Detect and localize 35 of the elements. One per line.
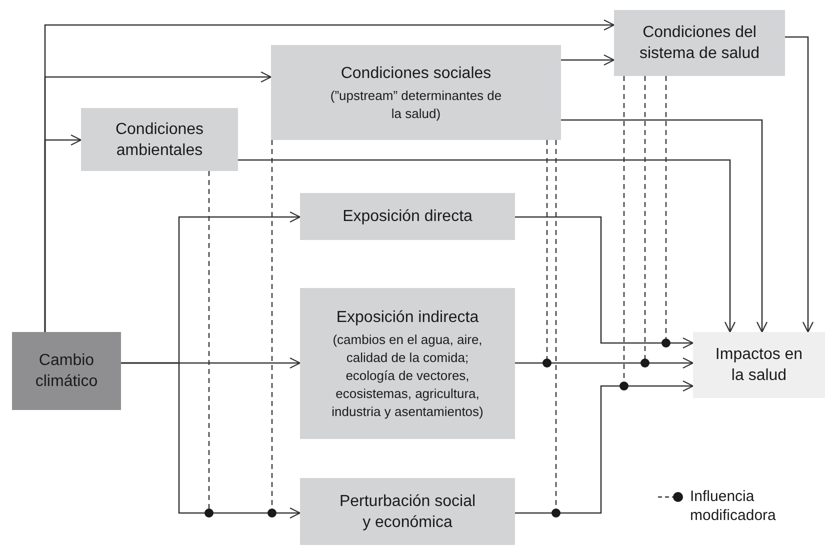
process-box bbox=[300, 288, 515, 439]
dashed-connector bbox=[268, 140, 276, 518]
arrow bbox=[515, 216, 694, 349]
box-title: Perturbación social y económica bbox=[338, 492, 477, 532]
box-title: Cambio climático bbox=[34, 351, 99, 392]
box-description: (cambios en el agua, aire, calidad de la comida; ecología de vectores, ecosistemas, agricultura, industria y asentamientos) bbox=[330, 330, 484, 420]
arrow bbox=[515, 357, 694, 369]
box-title: Impactos en la salud bbox=[714, 345, 804, 386]
arrow bbox=[238, 159, 736, 333]
dashed-connector bbox=[620, 76, 628, 390]
arrow bbox=[44, 134, 82, 332]
arrow bbox=[561, 54, 615, 66]
box-description: (”upstream” determinantes de la salud) bbox=[329, 86, 503, 122]
dashed-connector bbox=[204, 171, 214, 518]
process-box bbox=[12, 332, 121, 410]
legend-label: Influencia modificadora bbox=[690, 487, 777, 525]
arrow bbox=[561, 119, 768, 333]
dashed-connector bbox=[662, 76, 670, 348]
box-title: Exposición indirecta bbox=[336, 308, 479, 328]
arrow bbox=[785, 36, 814, 333]
dashed-connector bbox=[542, 140, 552, 368]
process-box bbox=[271, 45, 561, 140]
arrow bbox=[515, 380, 694, 514]
process-box bbox=[300, 193, 515, 240]
box-title: Condiciones ambientales bbox=[114, 120, 205, 160]
box-title: Condiciones sociales bbox=[340, 64, 492, 84]
process-box bbox=[81, 108, 238, 171]
arrow bbox=[121, 362, 301, 519]
box-title: Condiciones del sistema de salud bbox=[638, 23, 761, 64]
process-box bbox=[693, 332, 825, 398]
process-box bbox=[614, 10, 785, 76]
process-box bbox=[300, 478, 515, 545]
dashed-connector bbox=[552, 140, 560, 518]
box-title: Exposición directa bbox=[342, 207, 472, 227]
dashed-connector bbox=[640, 76, 650, 368]
